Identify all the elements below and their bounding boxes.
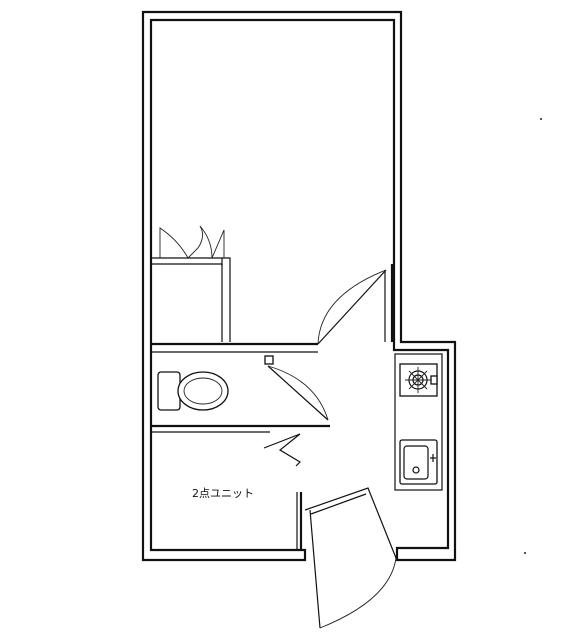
unit-bath-label: 2点ユニット <box>192 487 254 500</box>
toilet-door <box>267 365 329 421</box>
entrance-door <box>304 487 397 629</box>
scan-dots <box>524 118 542 554</box>
toilet-fixture <box>157 371 229 411</box>
kitchen <box>394 353 443 491</box>
sink-icon <box>399 439 438 485</box>
stove-icon <box>399 363 438 397</box>
outer-walls <box>141 10 457 562</box>
closet <box>151 225 231 342</box>
closet-door-right <box>199 225 213 259</box>
closet-door-left <box>159 227 189 259</box>
bath-folding-door <box>263 433 301 467</box>
interior-walls <box>151 342 330 550</box>
living-room-door <box>317 269 387 345</box>
